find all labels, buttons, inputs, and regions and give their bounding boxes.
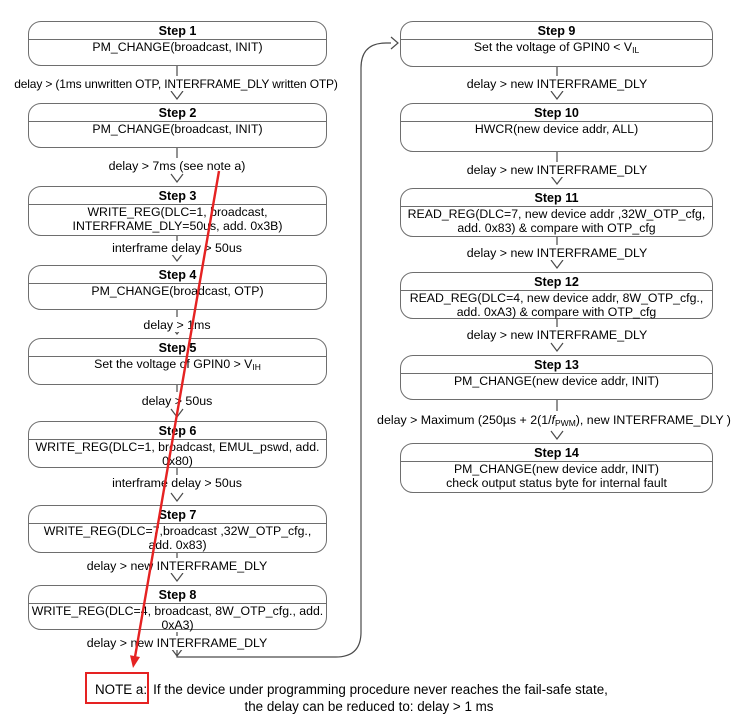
step-4-body: PM_CHANGE(broadcast, OTP) (91, 284, 264, 298)
delay-label-7: delay > new INTERFRAME_DLY (83, 559, 271, 573)
step-7-body: WRITE_REG(DLC=7,broadcast ,32W_OTP_cfg.,… (43, 524, 312, 552)
delay-label-12: delay > new INTERFRAME_DLY (463, 328, 651, 342)
step-4-title: Step 4 (29, 266, 326, 284)
step-6-box: Step 6 WRITE_REG(DLC=1, broadcast, EMUL_… (28, 421, 327, 468)
step-2-box: Step 2 PM_CHANGE(broadcast, INIT) (28, 103, 327, 148)
step-12-title: Step 12 (401, 273, 712, 291)
step-3-body: WRITE_REG(DLC=1, broadcast, INTERFRAME_D… (72, 205, 283, 233)
note-a-red-arrowhead (130, 655, 140, 668)
step-8-body: WRITE_REG(DLC=4, broadcast, 8W_OTP_cfg.,… (31, 604, 324, 632)
note-a-label: NOTE a: (95, 682, 148, 697)
step-2-title: Step 2 (29, 104, 326, 122)
step-14-box: Step 14 PM_CHANGE(new device addr, INIT)… (400, 443, 713, 493)
step-7-title: Step 7 (29, 506, 326, 524)
step-13-body: PM_CHANGE(new device addr, INIT) (453, 374, 659, 388)
step-10-title: Step 10 (401, 104, 712, 122)
step9-entry-arrowhead (390, 36, 399, 50)
delay-label-10: delay > new INTERFRAME_DLY (463, 163, 651, 177)
step-3-title: Step 3 (29, 187, 326, 205)
step-10-body: HWCR(new device addr, ALL) (474, 122, 639, 136)
step-5-body: Set the voltage of GPIN0 > VIH (94, 357, 261, 372)
note-a-text: NOTE a:If the device under programming p… (95, 682, 608, 697)
step-6-title: Step 6 (29, 422, 326, 440)
step-5-box: Step 5 Set the voltage of GPIN0 > VIH (28, 338, 327, 385)
step-12-box: Step 12 READ_REG(DLC=4, new device addr,… (400, 272, 713, 319)
step-1-title: Step 1 (29, 22, 326, 40)
step-1-body: PM_CHANGE(broadcast, INIT) (92, 40, 263, 54)
step8-to-step9-connector (176, 42, 391, 658)
step-11-box: Step 11 READ_REG(DLC=7, new device addr … (400, 188, 713, 237)
step-9-box: Step 9 Set the voltage of GPIN0 < VIL (400, 21, 713, 67)
delay-label-11: delay > new INTERFRAME_DLY (463, 246, 651, 260)
delay-label-3: interframe delay > 50us (109, 241, 245, 255)
delay-label-2: delay > 7ms (see note a) (105, 159, 249, 173)
note-a-text-line2: the delay can be reduced to: delay > 1 m… (244, 699, 494, 714)
step-13-title: Step 13 (401, 356, 712, 374)
step-1-box: Step 1 PM_CHANGE(broadcast, INIT) (28, 21, 327, 66)
delay-label-5: delay > 50us (138, 394, 216, 408)
step-9-body: Set the voltage of GPIN0 < VIL (473, 40, 640, 55)
delay-label-1: delay > (1ms unwritten OTP, INTERFRAME_D… (11, 77, 341, 91)
delay-label-6: interframe delay > 50us (109, 476, 245, 490)
step-9-title: Step 9 (401, 22, 712, 40)
step-7-box: Step 7 WRITE_REG(DLC=7,broadcast ,32W_OT… (28, 505, 327, 553)
note-a-red-highlight-box (85, 672, 149, 704)
step-11-title: Step 11 (401, 189, 712, 207)
note-a-red-arrow-line (133, 170, 221, 658)
step-3-box: Step 3 WRITE_REG(DLC=1, broadcast, INTER… (28, 186, 327, 236)
step-8-box: Step 8 WRITE_REG(DLC=4, broadcast, 8W_OT… (28, 585, 327, 632)
step-2-body: PM_CHANGE(broadcast, INIT) (92, 122, 263, 136)
step-11-body: READ_REG(DLC=7, new device addr ,32W_OTP… (407, 207, 706, 235)
step-14-title: Step 14 (401, 444, 712, 462)
delay-label-8: delay > new INTERFRAME_DLY (83, 636, 271, 650)
step-14-body: PM_CHANGE(new device addr, INIT) check o… (446, 462, 667, 490)
step-12-body: READ_REG(DLC=4, new device addr, 8W_OTP_… (409, 291, 704, 319)
step-10-box: Step 10 HWCR(new device addr, ALL) (400, 103, 713, 152)
delay-label-9: delay > new INTERFRAME_DLY (463, 77, 651, 91)
step-4-box: Step 4 PM_CHANGE(broadcast, OTP) (28, 265, 327, 310)
step-13-box: Step 13 PM_CHANGE(new device addr, INIT) (400, 355, 713, 400)
step-8-title: Step 8 (29, 586, 326, 604)
delay-label-13: delay > Maximum (250µs + 2(1/fPWM), new … (374, 413, 734, 428)
